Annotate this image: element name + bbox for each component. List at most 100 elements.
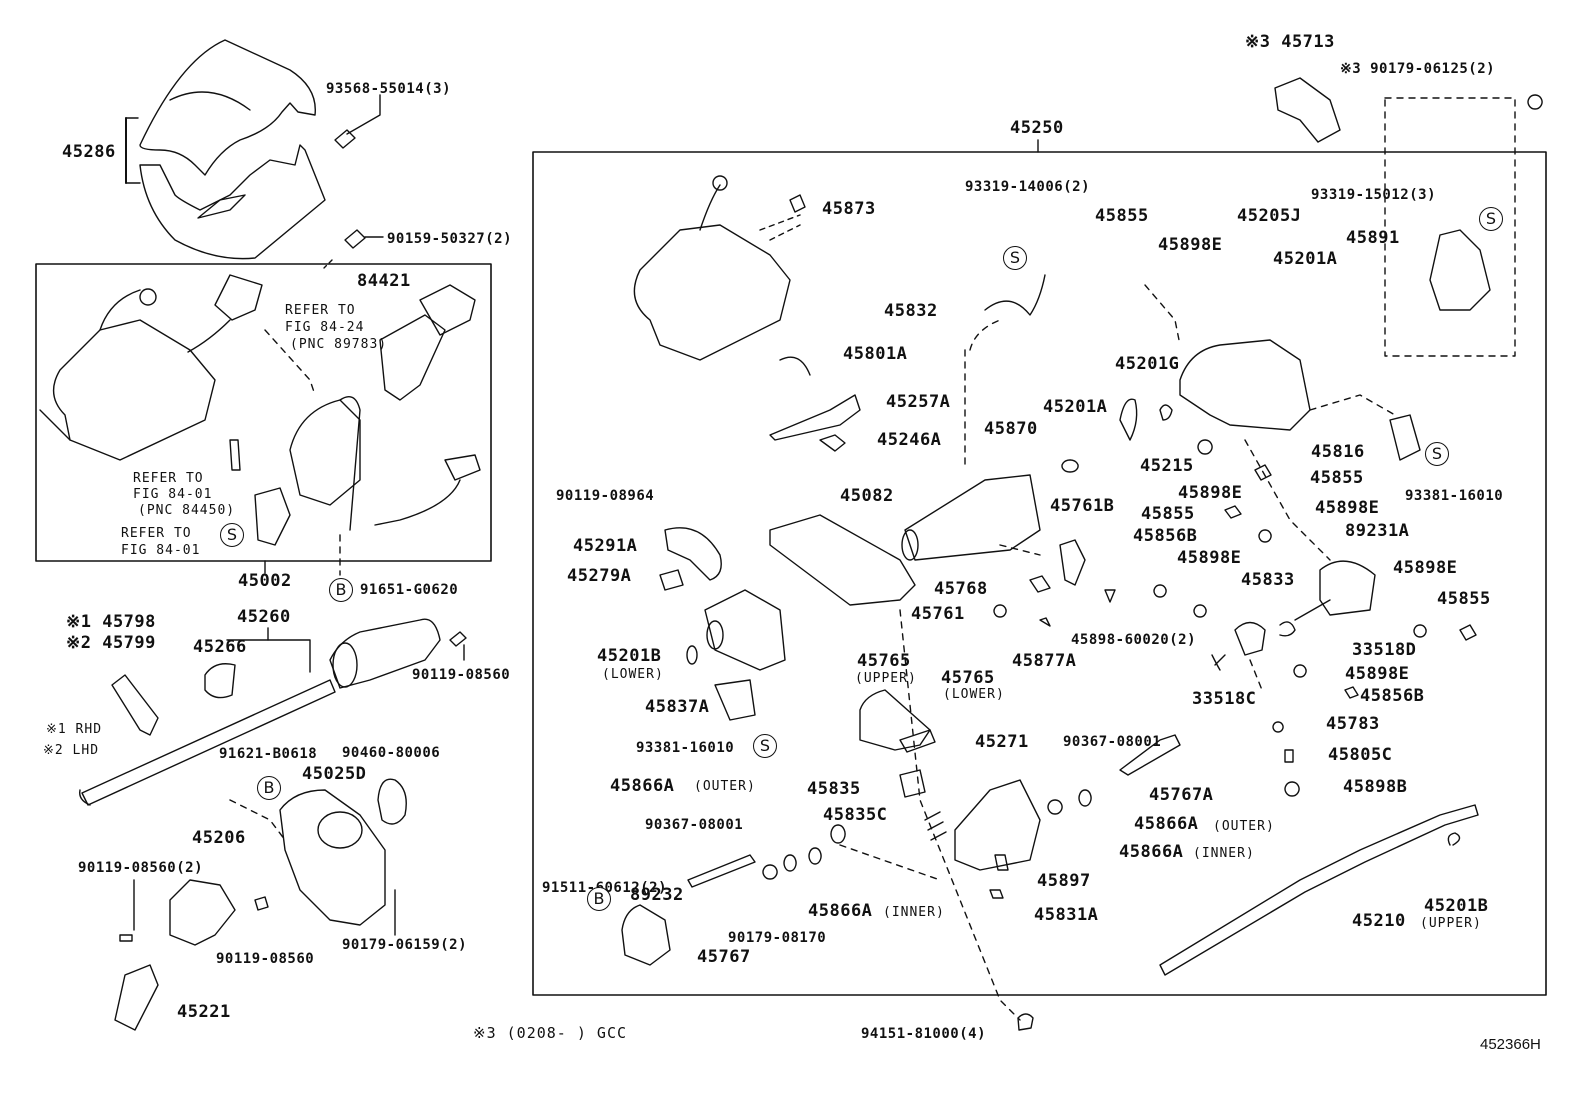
part-label-45799[interactable]: ※2 45799 — [66, 633, 156, 653]
part-label-45866A-outer-b[interactable]: 45866A — [1134, 814, 1199, 834]
part-label-90119-08964[interactable]: 90119-08964 — [556, 488, 655, 504]
standard-part-s-icon: S — [1003, 246, 1027, 270]
refer-note-3-line2[interactable]: FIG 84-01 — [121, 543, 201, 558]
part-label-45870[interactable]: 45870 — [984, 419, 1038, 439]
part-label-45201B-lower[interactable]: 45201B — [597, 646, 662, 666]
part-label-90367-08001-b[interactable]: 90367-08001 — [645, 817, 744, 833]
part-label-45286[interactable]: 45286 — [62, 142, 116, 162]
part-label-93319-15012[interactable]: 93319-15012(3) — [1311, 187, 1437, 203]
main-assembly-label-45250[interactable]: 45250 — [1010, 118, 1064, 138]
refer-note-3-line1: REFER TO — [121, 526, 192, 541]
part-label-45201A-b[interactable]: 45201A — [1043, 397, 1108, 417]
part-label-45002[interactable]: 45002 — [238, 571, 292, 591]
part-label-45831A[interactable]: 45831A — [1034, 905, 1099, 925]
part-label-89232[interactable]: 89232 — [630, 885, 684, 905]
part-label-89231A[interactable]: 89231A — [1345, 521, 1410, 541]
refer-note-1-line2[interactable]: FIG 84-24 — [285, 320, 365, 335]
part-label-45082[interactable]: 45082 — [840, 486, 894, 506]
part-label-45761B[interactable]: 45761B — [1050, 496, 1115, 516]
part-label-45855-c[interactable]: 45855 — [1141, 504, 1195, 524]
part-label-45805C[interactable]: 45805C — [1328, 745, 1393, 765]
part-label-45271[interactable]: 45271 — [975, 732, 1029, 752]
part-label-45855-a[interactable]: 45855 — [1095, 206, 1149, 226]
part-label-45215[interactable]: 45215 — [1140, 456, 1194, 476]
part-label-45898E-d[interactable]: 45898E — [1177, 548, 1242, 568]
part-label-45891[interactable]: 45891 — [1346, 228, 1400, 248]
part-label-45866A-outer-a[interactable]: 45866A — [610, 776, 675, 796]
part-label-45765-upper[interactable]: 45765 — [857, 651, 911, 671]
part-label-45833[interactable]: 45833 — [1241, 570, 1295, 590]
part-label-45898E-f[interactable]: 45898E — [1345, 664, 1410, 684]
part-label-45768[interactable]: 45768 — [934, 579, 988, 599]
part-label-90179-06125[interactable]: ※3 90179-06125(2) — [1340, 61, 1496, 77]
airbag-spiral-part-main — [633, 175, 791, 361]
part-label-94151-81000[interactable]: 94151-81000(4) — [861, 1026, 987, 1042]
part-label-93319-14006[interactable]: 93319-14006(2) — [965, 179, 1091, 195]
part-label-45201B-upper[interactable]: 45201B — [1424, 896, 1489, 916]
part-label-45246A[interactable]: 45246A — [877, 430, 942, 450]
part-label-45221[interactable]: 45221 — [177, 1002, 231, 1022]
part-label-45898B[interactable]: 45898B — [1343, 777, 1408, 797]
part-label-45765-lower[interactable]: 45765 — [941, 668, 995, 688]
part-label-45855-b[interactable]: 45855 — [1310, 468, 1364, 488]
switch-inset-frame — [35, 263, 492, 562]
part-label-45898E-c[interactable]: 45898E — [1315, 498, 1380, 518]
top-right-dashed-box — [1384, 97, 1516, 357]
part-label-45025D[interactable]: 45025D — [302, 764, 367, 784]
part-label-45877A[interactable]: 45877A — [1012, 651, 1077, 671]
part-label-45801A[interactable]: 45801A — [843, 344, 908, 364]
part-label-45210[interactable]: 45210 — [1352, 911, 1406, 931]
part-label-45783[interactable]: 45783 — [1326, 714, 1380, 734]
refer-note-2-line2[interactable]: FIG 84-01 — [133, 487, 213, 502]
part-label-91621-B0618[interactable]: 91621-B0618 — [219, 746, 318, 762]
part-label-45257A[interactable]: 45257A — [886, 392, 951, 412]
part-label-33518D[interactable]: 33518D — [1352, 640, 1417, 660]
part-label-45798[interactable]: ※1 45798 — [66, 612, 156, 632]
part-label-45260[interactable]: 45260 — [237, 607, 291, 627]
part-note-outer: (OUTER) — [694, 779, 756, 794]
part-label-33518C[interactable]: 33518C — [1192, 689, 1257, 709]
part-label-45837A[interactable]: 45837A — [645, 697, 710, 717]
part-label-84421[interactable]: 84421 — [357, 271, 411, 291]
part-label-90367-08001-a[interactable]: 90367-08001 — [1063, 734, 1162, 750]
part-label-45855-d[interactable]: 45855 — [1437, 589, 1491, 609]
part-label-45897[interactable]: 45897 — [1037, 871, 1091, 891]
part-label-93381-16010-a[interactable]: 93381-16010 — [1405, 488, 1504, 504]
refer-note-2-line1: REFER TO — [133, 471, 204, 486]
part-label-45866A-inner-a[interactable]: 45866A — [808, 901, 873, 921]
part-label-45832[interactable]: 45832 — [884, 301, 938, 321]
part-label-45816[interactable]: 45816 — [1311, 442, 1365, 462]
part-label-45835[interactable]: 45835 — [807, 779, 861, 799]
part-label-45898-60020[interactable]: 45898-60020(2) — [1071, 632, 1197, 648]
part-label-45835C[interactable]: 45835C — [823, 805, 888, 825]
part-label-45201A-a[interactable]: 45201A — [1273, 249, 1338, 269]
part-label-90179-08170[interactable]: 90179-08170 — [728, 930, 827, 946]
part-label-45206[interactable]: 45206 — [192, 828, 246, 848]
part-label-91651-G0620[interactable]: 91651-G0620 — [360, 582, 459, 598]
part-label-45201G[interactable]: 45201G — [1115, 354, 1180, 374]
part-label-90119-08560-b[interactable]: 90119-08560 — [216, 951, 315, 967]
part-label-45856B-b[interactable]: 45856B — [1360, 686, 1425, 706]
part-label-45205J[interactable]: 45205J — [1237, 206, 1302, 226]
part-label-45873[interactable]: 45873 — [822, 199, 876, 219]
part-label-90119-08560-2[interactable]: 90119-08560(2) — [78, 860, 204, 876]
part-label-45767[interactable]: 45767 — [697, 947, 751, 967]
part-label-93568-55014[interactable]: 93568-55014(3) — [326, 81, 452, 97]
part-label-90179-06159[interactable]: 90179-06159(2) — [342, 937, 468, 953]
part-label-45898E-a[interactable]: 45898E — [1158, 235, 1223, 255]
part-label-90119-08560-a[interactable]: 90119-08560 — [412, 667, 511, 683]
part-label-45898E-e[interactable]: 45898E — [1393, 558, 1458, 578]
part-label-45279A[interactable]: 45279A — [567, 566, 632, 586]
part-label-90460-80006[interactable]: 90460-80006 — [342, 745, 441, 761]
part-label-90159-50327[interactable]: 90159-50327(2) — [387, 231, 513, 247]
part-label-45856B-a[interactable]: 45856B — [1133, 526, 1198, 546]
part-label-45898E-b[interactable]: 45898E — [1178, 483, 1243, 503]
illustration-reference-code: 452366H — [1480, 1036, 1541, 1053]
part-label-45866A-inner-b[interactable]: 45866A — [1119, 842, 1184, 862]
part-label-45767A[interactable]: 45767A — [1149, 785, 1214, 805]
part-label-45266[interactable]: 45266 — [193, 637, 247, 657]
part-label-45291A[interactable]: 45291A — [573, 536, 638, 556]
part-label-45713[interactable]: ※3 45713 — [1245, 32, 1335, 52]
part-label-45761[interactable]: 45761 — [911, 604, 965, 624]
part-label-93381-16010-b[interactable]: 93381-16010 — [636, 740, 735, 756]
